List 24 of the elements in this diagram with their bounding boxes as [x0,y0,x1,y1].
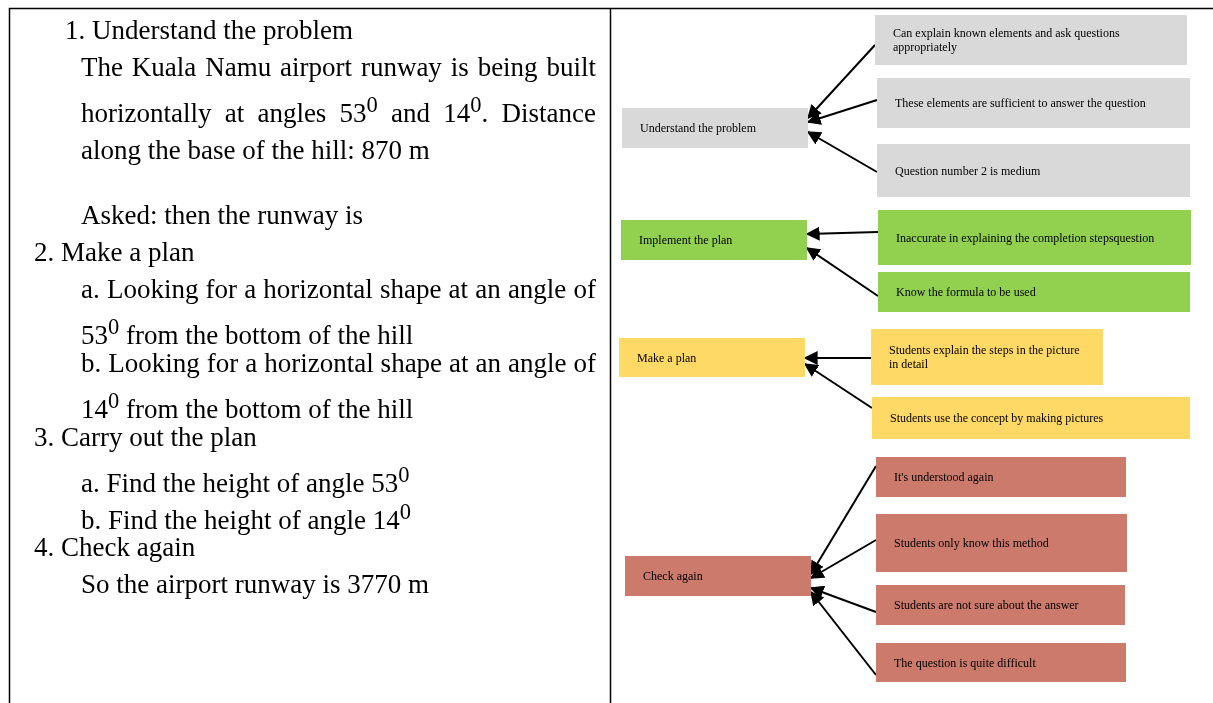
category-box: Understand the problem [622,108,808,148]
category-box: Inaccurate in explaining the completion stepsquestion [878,210,1191,265]
category-box: Know the formula to be used [878,272,1190,312]
category-box: Students use the concept by making pictures [872,397,1190,439]
arrow [810,465,877,576]
category-box: Check again [625,556,811,596]
category-box: These elements are sufficient to answer the question [877,78,1190,128]
problem-text: The Kuala Namu airport runway is being built horizontally at angles 53$^{0}$ and 14$^{0}$. Distance along the base of the hill: 870 m [81,51,596,167]
plan-step-text: a. Find the height of angle 53$^{0}$ [81,461,411,500]
arrow [810,590,877,676]
category-box: The question is quite difficult [876,643,1126,682]
category-box: Make a plan [619,338,805,377]
conclusion-text: So the airport runway is 3770 m [81,568,430,601]
category-box: Implement the plan [621,220,807,260]
arrow [807,44,876,120]
category-box: Question number 2 is medium [877,144,1190,197]
category-box: Students explain the steps in the picture in detail [871,329,1103,385]
step-heading: 1. Understand the problem [65,14,354,47]
category-box: Can explain known elements and ask questions appropriately [875,15,1187,65]
step-heading: 2. Make a plan [34,236,196,269]
category-box: It's understood again [876,457,1126,497]
category-box: Students only know this method [876,514,1127,572]
category-box: Students are not sure about the answer [876,585,1125,625]
asked-text: Asked: then the runway is [81,199,364,232]
